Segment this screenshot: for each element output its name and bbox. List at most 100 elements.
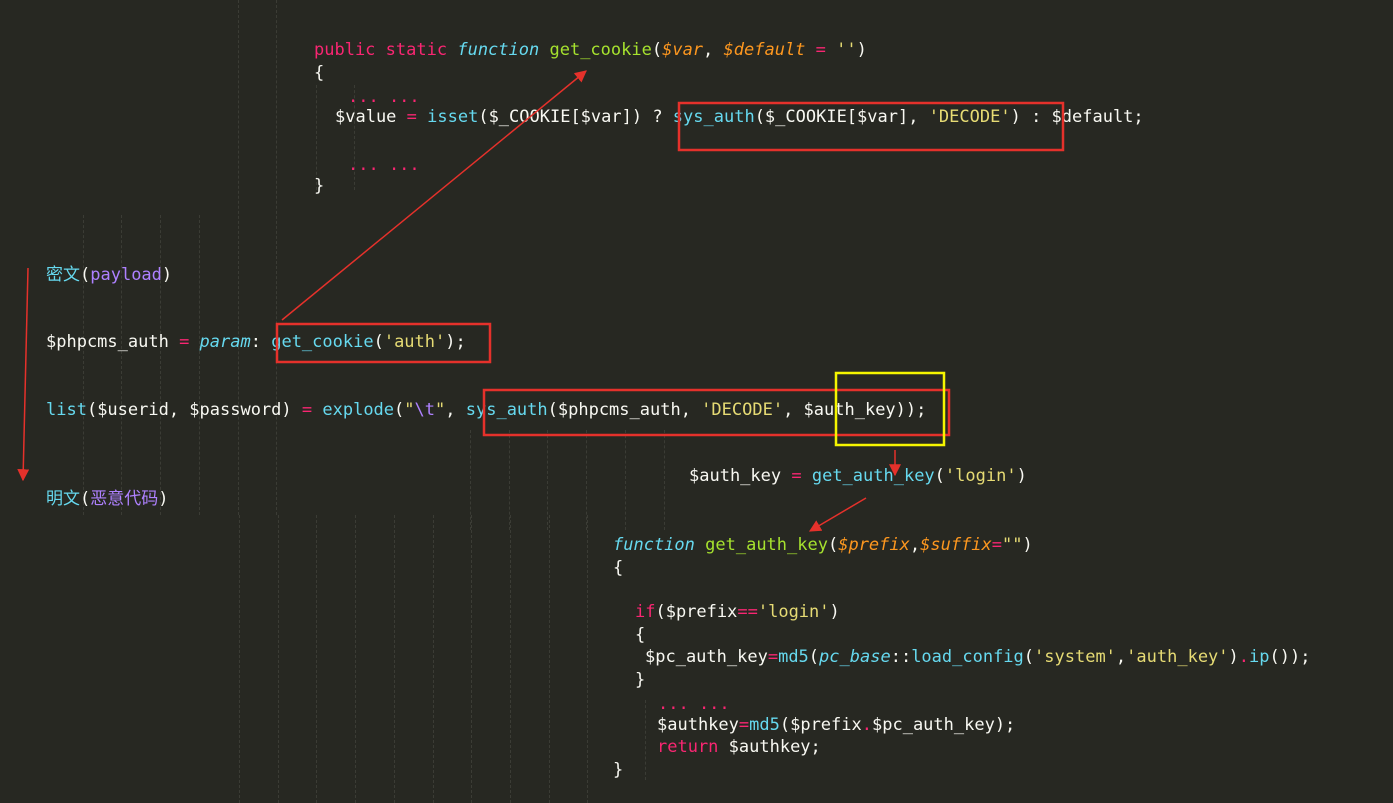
call-get-cookie: get_cookie (271, 332, 374, 352)
code-line-if: if($prefix=='login') (635, 602, 840, 622)
ciphertext-label: 密文(payload) (46, 265, 172, 285)
paren: ( (80, 265, 91, 285)
comma: , (783, 400, 804, 420)
indent-guide (586, 430, 587, 530)
string-auth: 'auth' (383, 332, 446, 352)
param-var: $var (662, 40, 704, 60)
code-line-phpcms-auth: $phpcms_auth = param: get_cookie('auth')… (46, 332, 466, 352)
builtin-explode: explode (322, 400, 395, 420)
operator: = (991, 535, 1003, 555)
code-line-ellipsis: ... ... (348, 87, 420, 107)
paren: ( (808, 647, 820, 667)
sys-auth-args: ($_COOKIE[$var], (754, 107, 929, 127)
comma: , (1115, 647, 1127, 667)
code-line-brace-close: } (635, 670, 646, 690)
var-auth-key: $auth_key (803, 400, 896, 420)
paren: ) (856, 40, 867, 60)
paren: ( (827, 535, 839, 555)
paren: ( (373, 332, 384, 352)
string-empty: "" (1002, 535, 1023, 555)
paren: ( (1023, 647, 1035, 667)
indent-guide (547, 430, 548, 530)
indent-guide (238, 0, 239, 515)
comma: , (445, 400, 466, 420)
code-line-value-assign: $value = isset($_COOKIE[$var]) ? sys_aut… (335, 107, 1144, 127)
comma: , (909, 535, 921, 555)
quote: " (435, 400, 446, 420)
keyword-static: static (385, 40, 448, 60)
code-line-brace-open: { (314, 63, 325, 83)
colon: : (250, 332, 272, 352)
call-sys-auth: sys_auth (672, 107, 755, 127)
keyword-public: public (314, 40, 376, 60)
var-phpcms-auth: $phpcms_auth (46, 332, 169, 352)
isset-args: ($_COOKIE[$var]) ? (478, 107, 673, 127)
operator: == (737, 602, 758, 622)
call-sys-auth: sys_auth (465, 400, 548, 420)
indent-guide (316, 515, 317, 803)
call-get-auth-key: get_auth_key (811, 466, 935, 486)
operator: . (1238, 647, 1250, 667)
paren: ) (1022, 535, 1033, 555)
indent-guide (471, 515, 472, 803)
paren: ( (651, 40, 663, 60)
indent-guide (549, 515, 550, 803)
paren: ) (158, 489, 169, 509)
indent-guide (278, 515, 279, 803)
string-login: 'login' (944, 466, 1017, 486)
paren: )); (895, 400, 927, 420)
call-ip: ip (1249, 647, 1270, 667)
code-line-list: list($userid, $password) = explode("\t",… (46, 400, 926, 420)
plaintext-cn: 明文 (46, 489, 80, 509)
operator: = (291, 400, 323, 420)
call-load-config: load_config (911, 647, 1024, 667)
indent-guide (664, 430, 665, 530)
code-line-get-cookie-signature: public static function get_cookie($var, … (314, 40, 867, 60)
indent-guide (83, 215, 84, 515)
return-value: $authkey; (718, 737, 821, 757)
md5-tail: $pc_auth_key); (872, 715, 1016, 735)
arrow-to-get-auth-key (808, 497, 867, 532)
paren: ) (829, 602, 840, 622)
indent-guide (645, 700, 646, 780)
operator: = (781, 466, 812, 486)
code-line-brace-open: { (613, 558, 624, 578)
indent-guide (276, 0, 277, 515)
list-args: ($userid, $password) (86, 400, 292, 420)
code-line-brace-close: } (314, 176, 325, 196)
operator: = (767, 647, 779, 667)
class-param: param (199, 332, 251, 352)
var-authkey: $authkey (657, 715, 739, 735)
operator: = (396, 107, 428, 127)
if-args: ($prefix (655, 602, 738, 622)
paren: ( (80, 489, 91, 509)
code-line-get-auth-key-signature: function get_auth_key($prefix,$suffix=""… (613, 535, 1033, 555)
paren: ); (445, 332, 466, 352)
indent-guide (587, 515, 588, 803)
ciphertext-cn: 密文 (46, 265, 80, 285)
indent-guide (121, 215, 122, 515)
param-suffix: $suffix (920, 535, 992, 555)
paren: ) (1228, 647, 1239, 667)
escape-tab: \t (414, 400, 436, 420)
paren: ()); (1269, 647, 1311, 667)
plaintext-label: 明文(恶意代码) (46, 489, 169, 509)
builtin-md5: md5 (778, 647, 809, 667)
ternary-tail: : $default; (1020, 107, 1144, 127)
string-decode: 'DECODE' (928, 107, 1011, 127)
string-system: 'system' (1034, 647, 1116, 667)
operator: = (738, 715, 750, 735)
paren: ( (394, 400, 405, 420)
var-auth-key: $auth_key (689, 466, 782, 486)
param-default: $default (723, 40, 806, 60)
param-prefix: $prefix (838, 535, 910, 555)
code-line-ellipsis: ... ... (658, 694, 730, 714)
operator: = (805, 40, 837, 60)
code-line-auth-key: $auth_key = get_auth_key('login') (689, 466, 1027, 486)
indent-guide (355, 515, 356, 803)
builtin-isset: isset (427, 107, 479, 127)
string-empty: '' (836, 40, 857, 60)
indent-guide (316, 85, 317, 190)
paren: ) (1010, 107, 1021, 127)
sys-auth-args: ($phpcms_auth, (547, 400, 702, 420)
